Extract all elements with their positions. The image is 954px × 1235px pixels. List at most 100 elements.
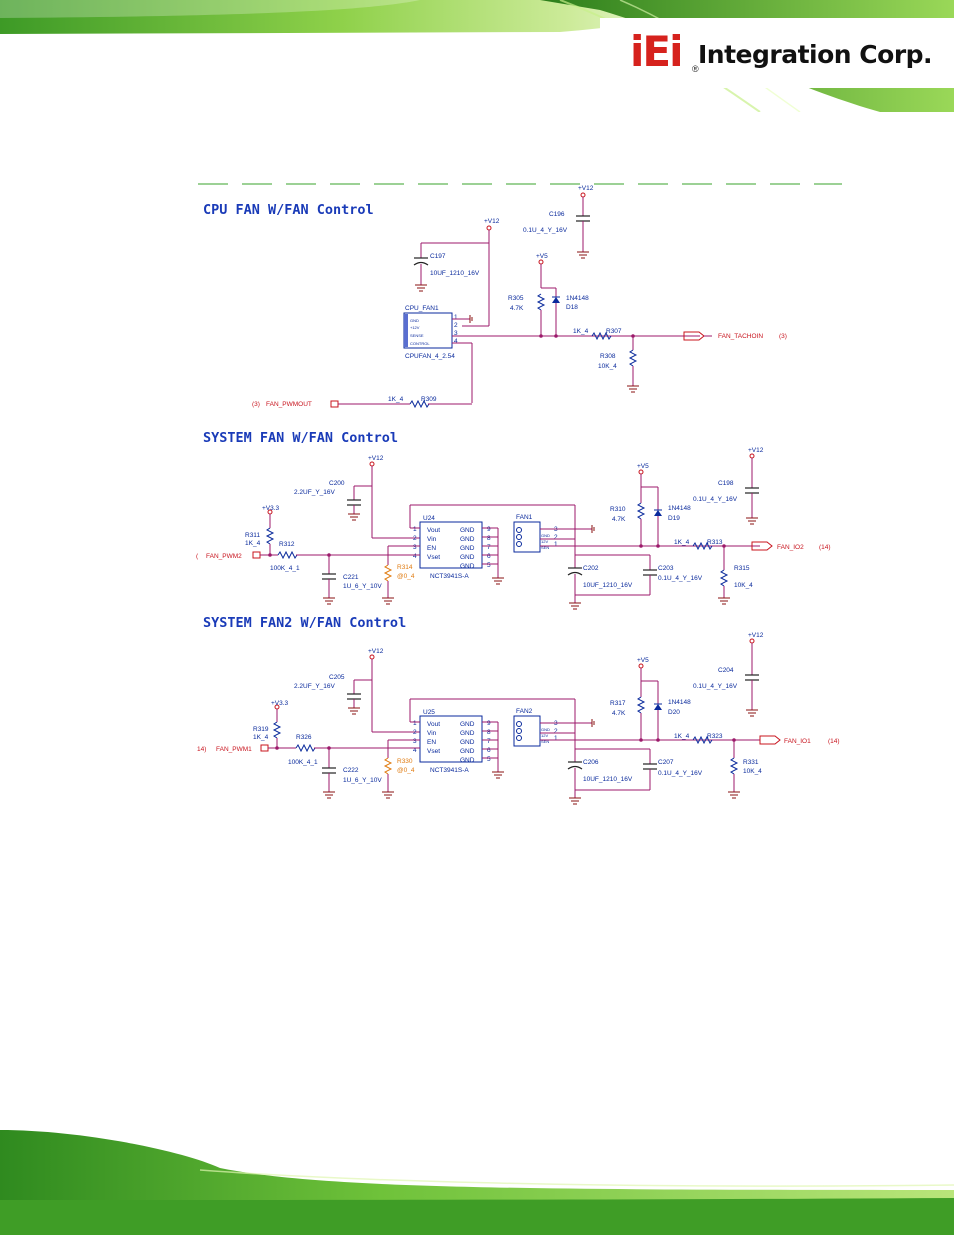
ic-pin-name: GND — [460, 563, 475, 570]
ground-symbol — [348, 707, 360, 715]
ic-pin-name: EN — [427, 545, 436, 552]
power-label: +V12 — [484, 218, 500, 225]
ic-pin-name: GND — [460, 554, 475, 561]
component-value: 0.1U_4_Y_16V — [523, 227, 568, 234]
net-ref: (14) — [819, 544, 831, 551]
pin-number: 2 — [554, 534, 558, 541]
ic-pin-number: 2 — [413, 535, 417, 542]
pin-number: 2 — [554, 728, 558, 735]
component-value: 1K_4 — [674, 733, 690, 740]
pin-number: 1 — [554, 735, 558, 742]
power-node — [749, 638, 755, 644]
component-ref: C221 — [343, 574, 359, 581]
net-port-output — [751, 541, 773, 551]
ic-pin-number: 1 — [413, 526, 417, 533]
component-ref: R310 — [610, 506, 626, 513]
power-node — [749, 453, 755, 459]
ic-pin-name: EN — [427, 739, 436, 746]
net-ref: 14) — [197, 746, 206, 753]
net-label: FAN_PWMOUT — [266, 401, 312, 408]
net-ref: ( — [196, 553, 199, 560]
component-ref: R319 — [253, 726, 269, 733]
logo-text: Integration Corp. — [698, 40, 933, 69]
component-value: 1K_4 — [573, 328, 589, 335]
component-value: 4.7K — [612, 516, 626, 523]
component-ref: R309 — [421, 396, 437, 403]
ground-symbol — [577, 251, 589, 259]
pin-number: 1 — [454, 314, 458, 321]
header-banner — [0, 0, 954, 112]
fan1-connector — [513, 521, 541, 553]
section-title-cpu-fan: CPU FAN W/FAN Control — [203, 202, 374, 218]
component-value: 10K_4 — [734, 582, 753, 589]
fan2-connector — [513, 715, 541, 747]
pin-number: 3 — [454, 330, 458, 337]
component-value: 1U_6_Y_10V — [343, 583, 382, 590]
ic-pin-name: Vout — [427, 721, 440, 728]
ic-pin-number: 4 — [413, 553, 417, 560]
component-ref: C203 — [658, 565, 674, 572]
pin-number: 4 — [454, 338, 458, 345]
component-ref: C206 — [583, 759, 599, 766]
ic-pin-number: 3 — [413, 544, 417, 551]
section-title-system-fan2: SYSTEM FAN2 W/FAN Control — [203, 615, 406, 631]
connector-part: CPUFAN_4_2.54 — [405, 353, 455, 360]
ic-pin-number: 5 — [487, 756, 491, 763]
component-ref: D18 — [566, 304, 578, 311]
ground-symbol — [746, 709, 758, 717]
component-value: 1N4148 — [668, 699, 691, 706]
net-label: FAN_TACHOIN — [718, 333, 763, 340]
component-value: 1K_4 — [674, 539, 690, 546]
pin-name: 12V — [541, 539, 548, 544]
pin-name: SEN — [541, 545, 549, 550]
component-value: @0_4 — [397, 573, 415, 580]
ground-symbol — [569, 797, 581, 805]
pin-name: GND — [541, 727, 550, 732]
ic-pin-number: 6 — [487, 747, 491, 754]
component-ref: R330 — [397, 758, 413, 765]
ic-pin-name: Vin — [427, 536, 437, 543]
ic-pin-name: GND — [460, 739, 475, 746]
ic-pin-number: 9 — [487, 526, 491, 533]
component-ref: D19 — [668, 515, 680, 522]
ic-pin-number: 8 — [487, 729, 491, 736]
component-ref: C200 — [329, 480, 345, 487]
component-value: 0.1U_4_Y_16V — [693, 683, 738, 690]
component-value: 4.7K — [612, 710, 626, 717]
ic-pin-number: 5 — [487, 562, 491, 569]
net-label: FAN_PWM1 — [216, 746, 252, 753]
ic-u24 — [419, 521, 483, 569]
component-value: 2.2UF_Y_16V — [294, 683, 335, 690]
ground-symbol — [718, 597, 730, 605]
ic-pin-number: 7 — [487, 544, 491, 551]
net-port-input — [330, 400, 339, 408]
net-label: FAN_IO2 — [777, 544, 804, 551]
power-node — [638, 469, 644, 475]
pin-name: GND — [541, 533, 550, 538]
connector-ref: FAN1 — [516, 514, 533, 521]
power-label: +V5 — [536, 253, 548, 260]
power-node — [538, 259, 544, 265]
component-value: 10UF_1210_16V — [583, 776, 633, 783]
power-label: +V12 — [578, 185, 594, 192]
component-ref: R314 — [397, 564, 413, 571]
ground-symbol — [728, 791, 740, 799]
ic-pin-name: GND — [460, 545, 475, 552]
pin-number: 1 — [554, 541, 558, 548]
component-ref: C207 — [658, 759, 674, 766]
ground-symbol — [382, 597, 394, 605]
ic-pin-name: Vout — [427, 527, 440, 534]
component-value: 1K_4 — [388, 396, 404, 403]
power-node — [580, 192, 586, 198]
component-ref: C222 — [343, 767, 359, 774]
net-ref: (3) — [252, 401, 260, 408]
ic-pin-number: 2 — [413, 729, 417, 736]
component-value: 1U_6_Y_10V — [343, 777, 382, 784]
ic-pin-name: GND — [460, 757, 475, 764]
ground-symbol — [323, 791, 335, 799]
component-ref: R313 — [707, 539, 723, 546]
component-ref: R326 — [296, 734, 312, 741]
ic-pin-name: Vset — [427, 554, 440, 561]
net-port-output — [683, 331, 705, 341]
connector-ref: CPU_FAN1 — [405, 305, 439, 312]
